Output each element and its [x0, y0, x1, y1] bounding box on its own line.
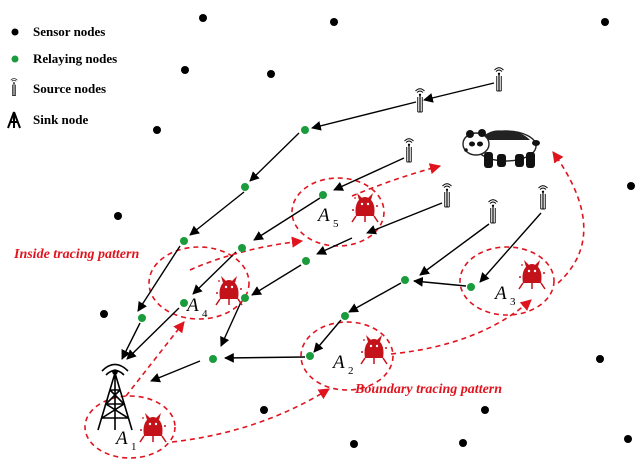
relay-node — [180, 237, 188, 245]
sink-legend-icon — [7, 111, 21, 129]
attacker-a2: A 2 — [331, 334, 388, 377]
attacker-icon — [351, 192, 379, 223]
sensor-node — [181, 66, 189, 74]
source-node-icon — [403, 138, 415, 163]
relay-node — [401, 276, 409, 284]
sensor-nodes — [100, 14, 635, 448]
sensor-node — [114, 212, 122, 220]
sensor-legend-dot — [11, 28, 19, 36]
sensor-node — [624, 435, 632, 443]
sensor-node — [267, 70, 275, 78]
relay-node — [238, 244, 246, 252]
relay-node — [241, 294, 249, 302]
relaying-nodes — [138, 126, 475, 363]
source-node-icon — [537, 185, 549, 210]
relay-legend-dot — [11, 55, 19, 63]
sensor-node — [481, 406, 489, 414]
attacker-icon — [360, 334, 388, 365]
source-node-icon — [487, 199, 499, 224]
region-a1 — [84, 395, 176, 459]
relay-node — [138, 314, 146, 322]
inside-tracing-label: Inside tracing pattern — [13, 247, 139, 262]
relay-node — [209, 355, 217, 363]
agent-a2-sub: 2 — [348, 365, 354, 377]
agent-a1-letter: A — [114, 428, 128, 449]
sink-tower-icon — [97, 363, 133, 431]
region-a3 — [459, 246, 555, 316]
sensor-node — [330, 18, 338, 26]
legend-relaying-label: Relaying nodes — [33, 51, 117, 66]
source-node-icon — [414, 88, 426, 113]
source-legend-icon — [10, 78, 18, 97]
relay-node — [467, 283, 475, 291]
sensor-node — [153, 126, 161, 134]
agent-a3-sub: 3 — [510, 296, 516, 308]
agent-a4-letter: A — [185, 295, 199, 316]
relay-node — [341, 312, 349, 320]
legend-sink-label: Sink node — [33, 112, 89, 127]
tracing-paths — [125, 151, 585, 443]
attacker-a5: A 5 — [316, 192, 379, 230]
agent-a4-sub: 4 — [202, 308, 208, 320]
agent-a2-letter: A — [331, 352, 345, 373]
region-a2 — [300, 321, 394, 391]
relay-node — [302, 257, 310, 265]
sensor-node — [596, 355, 604, 363]
sensor-node — [100, 310, 108, 318]
sensor-node — [199, 14, 207, 22]
sensor-node — [459, 439, 467, 447]
attacker-a4: A 4 — [185, 275, 243, 320]
agent-a5-sub: 5 — [333, 218, 339, 230]
region-a4 — [148, 246, 250, 320]
relay-node — [319, 191, 327, 199]
legend: Sensor nodes Relaying nodes Source nodes… — [7, 24, 117, 129]
sensor-node — [627, 182, 635, 190]
legend-source-label: Source nodes — [33, 81, 106, 96]
panda-icon — [462, 129, 540, 168]
relay-node — [301, 126, 309, 134]
relay-node — [180, 299, 188, 307]
forwarding-paths — [121, 82, 542, 383]
agent-a5-letter: A — [316, 205, 330, 226]
attacker-a1: A 1 — [114, 412, 167, 453]
relay-node — [241, 183, 249, 191]
sensor-node — [350, 440, 358, 448]
source-node-icon — [493, 67, 505, 92]
agent-a3-letter: A — [493, 283, 507, 304]
relay-node — [306, 352, 314, 360]
region-a5 — [291, 177, 385, 247]
attacker-icon — [215, 275, 243, 306]
legend-sensor-label: Sensor nodes — [33, 24, 105, 39]
agent-a1-sub: 1 — [131, 441, 137, 453]
sensor-node — [260, 406, 268, 414]
source-node-icon — [441, 183, 453, 208]
attacker-regions — [84, 177, 555, 459]
attacker-icon — [518, 259, 546, 290]
attacker-a3: A 3 — [493, 259, 546, 308]
sensor-node — [601, 18, 609, 26]
attacker-icon — [139, 412, 167, 443]
boundary-tracing-label: Boundary tracing pattern — [354, 382, 502, 397]
